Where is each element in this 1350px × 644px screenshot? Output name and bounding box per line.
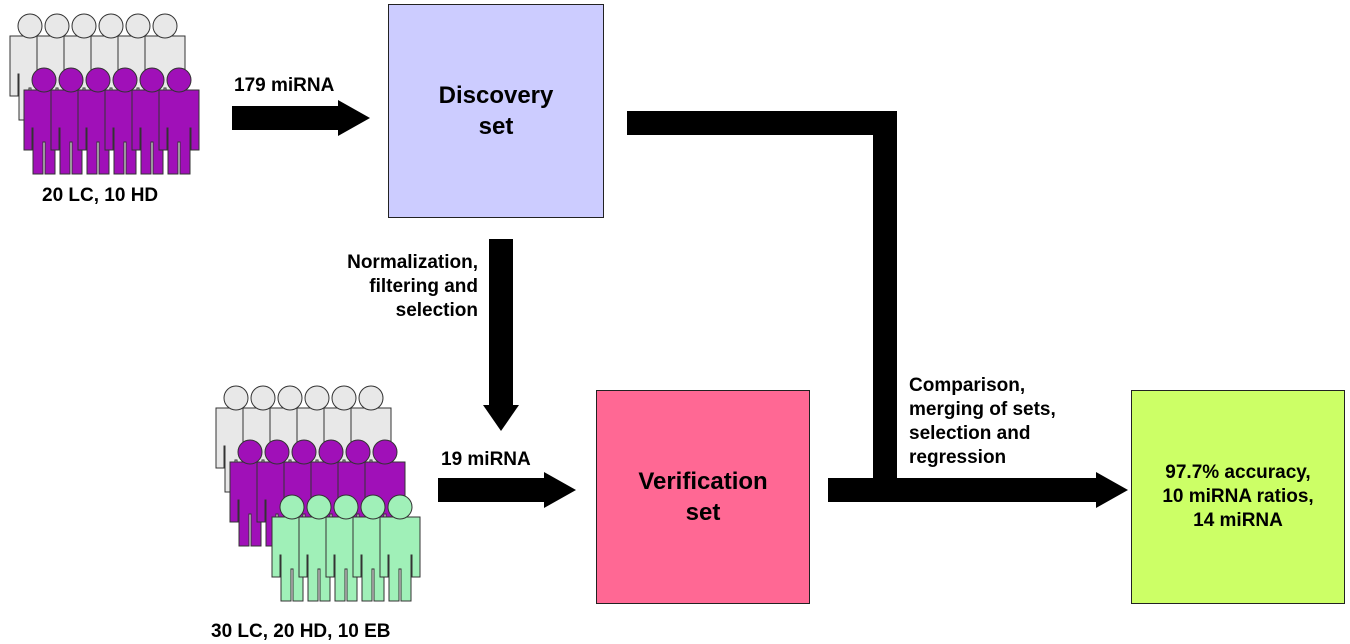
arrow-to-result-shaft <box>828 478 1098 502</box>
person-head <box>345 439 371 465</box>
discovery-box-line2: set <box>478 113 514 140</box>
arrow-to-verification-head <box>544 472 576 508</box>
person-head <box>166 67 192 93</box>
verification-box-line2: set <box>685 499 721 526</box>
person-head <box>152 13 178 39</box>
arrow-to-discovery-shaft <box>232 106 340 130</box>
person-icon-green <box>379 494 421 602</box>
person-head <box>387 494 413 520</box>
person-head <box>98 13 124 39</box>
verification-set-box: Verification set <box>596 390 810 604</box>
comparison-label: Comparison, merging of sets, selection a… <box>909 374 1056 470</box>
person-head <box>237 439 263 465</box>
filtering-line3: selection <box>395 300 478 321</box>
person-body <box>379 516 421 602</box>
person-head <box>139 67 165 93</box>
discovery-arrow-label: 179 miRNA <box>234 75 335 96</box>
person-head <box>58 67 84 93</box>
person-head <box>264 439 290 465</box>
connector-horizontal-top <box>627 111 897 135</box>
comparison-line3: selection and <box>909 423 1031 444</box>
comparison-line2: merging of sets, <box>909 399 1056 420</box>
discovery-cohort-label: 20 LC, 10 HD <box>42 185 159 206</box>
person-head <box>125 13 151 39</box>
person-icon-purple <box>158 67 200 175</box>
person-head <box>112 67 138 93</box>
discovery-set-box: Discovery set <box>388 4 604 218</box>
person-head <box>44 13 70 39</box>
result-box: 97.7% accuracy, 10 miRNA ratios, 14 miRN… <box>1131 390 1345 604</box>
verification-arrow-label: 19 miRNA <box>441 449 531 470</box>
person-head <box>304 385 330 411</box>
arrow-to-result-head <box>1096 472 1128 508</box>
verification-box-line1: Verification <box>638 468 768 495</box>
person-head <box>223 385 249 411</box>
result-line2: 10 miRNA ratios, <box>1162 486 1314 507</box>
person-head <box>31 67 57 93</box>
person-head <box>331 385 357 411</box>
person-head <box>279 494 305 520</box>
verification-cohort-label: 30 LC, 20 HD, 10 EB <box>211 621 391 642</box>
discovery-box-line1: Discovery <box>438 82 554 109</box>
comparison-line4: regression <box>909 447 1007 468</box>
person-body <box>158 89 200 175</box>
person-head <box>277 385 303 411</box>
filtering-line1: Normalization, <box>347 252 478 273</box>
person-head <box>291 439 317 465</box>
person-head <box>71 13 97 39</box>
person-head <box>306 494 332 520</box>
comparison-line1: Comparison, <box>909 375 1026 396</box>
person-head <box>17 13 43 39</box>
result-line3: 14 miRNA <box>1193 510 1283 531</box>
result-line1: 97.7% accuracy, <box>1165 462 1311 483</box>
person-head <box>250 385 276 411</box>
person-head <box>358 385 384 411</box>
person-head <box>318 439 344 465</box>
person-head <box>333 494 359 520</box>
person-head <box>360 494 386 520</box>
person-head <box>85 67 111 93</box>
arrow-to-discovery-head <box>338 100 370 136</box>
filtering-label: Normalization, filtering and selection <box>300 251 478 323</box>
filtering-line2: filtering and <box>369 276 478 297</box>
connector-vertical <box>873 111 897 501</box>
arrow-to-verification-shaft <box>438 478 546 502</box>
arrow-down-head <box>483 405 519 431</box>
person-head <box>372 439 398 465</box>
arrow-down-shaft <box>489 239 513 407</box>
